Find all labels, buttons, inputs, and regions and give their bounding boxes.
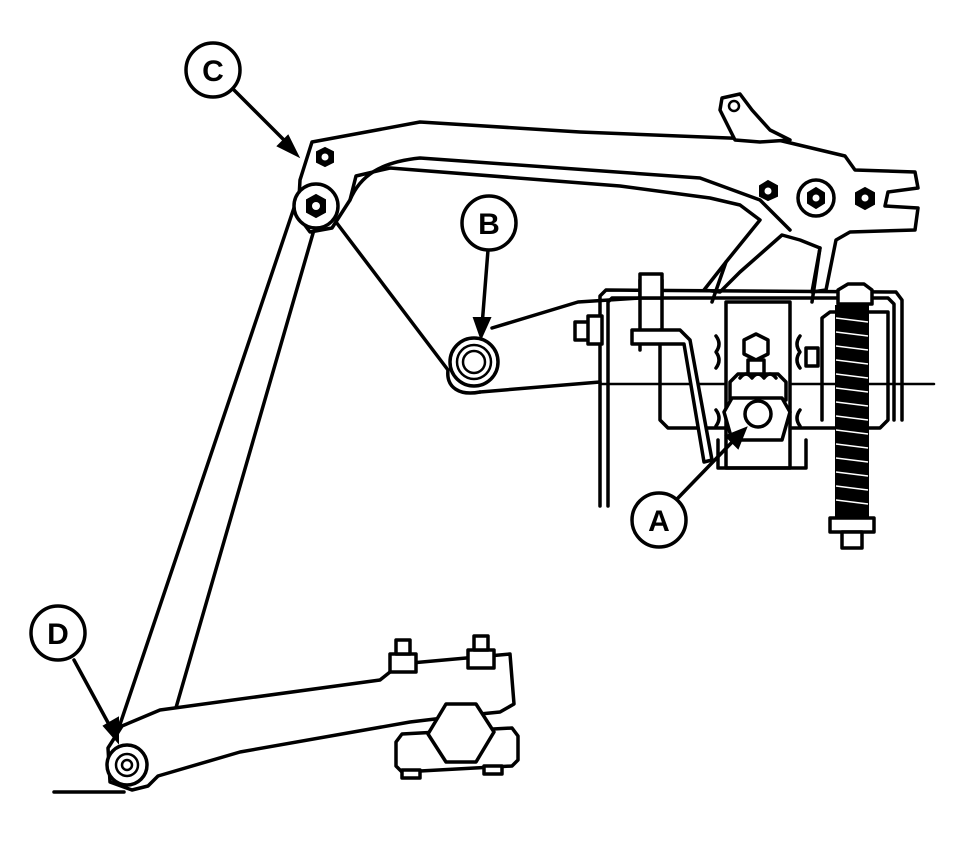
- long-link-rod: [106, 188, 320, 772]
- mount-bracket-assembly: [573, 246, 936, 508]
- callout-a: A: [630, 491, 688, 549]
- upper-lift-arm: [292, 92, 920, 294]
- callout-d: D: [29, 604, 87, 662]
- callout-a-label: A: [648, 505, 670, 538]
- callout-b: B: [460, 194, 518, 252]
- adjuster-bolt: [828, 282, 876, 550]
- callout-leaders: [72, 88, 748, 745]
- callout-c-label: C: [202, 55, 224, 88]
- callout-c: C: [184, 41, 242, 99]
- callout-d-label: D: [47, 618, 69, 651]
- lower-arm: [52, 634, 520, 794]
- pivot-b: [448, 336, 500, 388]
- callout-b-label: B: [478, 208, 500, 241]
